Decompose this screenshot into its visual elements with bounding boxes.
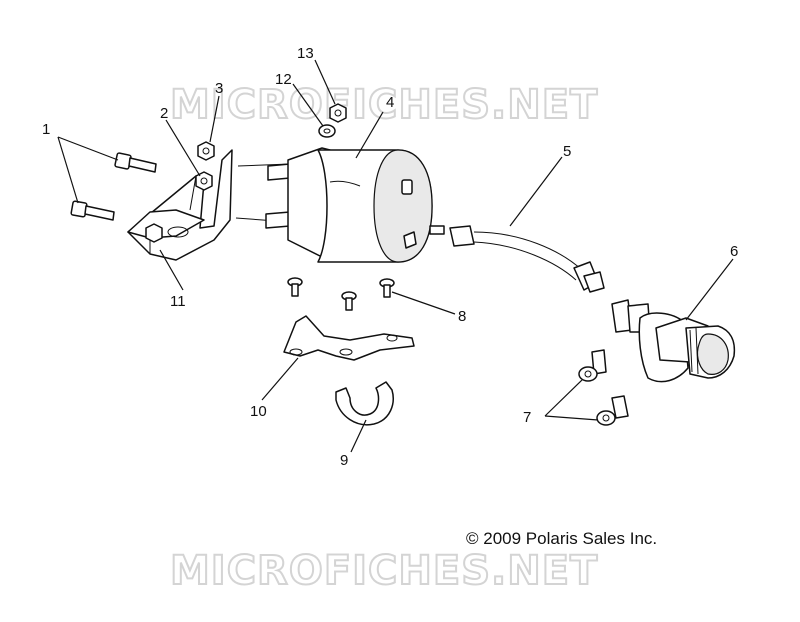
callout-13: 13 [297,45,314,62]
bolt-part-7-lower [596,395,629,426]
starter-drive-part-6 [611,299,736,383]
copyright-text: © 2009 Polaris Sales Inc. [466,529,657,548]
starter-motor-part-4 [235,147,445,263]
callout-12: 12 [275,71,292,88]
callout-8: 8 [458,308,466,325]
callout-11: 11 [170,293,186,310]
callout-6: 6 [730,243,738,260]
screw-part-8-b [341,291,357,311]
nut-part-13 [329,103,347,123]
washer-part-12 [318,124,336,138]
watermark-top: MICROFICHES.NET [170,82,598,128]
callout-9: 9 [340,452,348,469]
bolt-part-1-upper [114,152,157,173]
callout-4: 4 [386,94,394,111]
callout-2: 2 [160,105,168,122]
nut-part-3 [197,141,215,161]
cable-part-5 [449,225,605,293]
support-bracket-part-10 [283,315,415,361]
callout-7: 7 [523,409,531,426]
bolt-part-7-upper [578,349,607,382]
screw-part-8-c [379,278,395,298]
screw-part-8-a [287,277,303,297]
nut-part-2 [195,171,213,191]
callout-3: 3 [215,80,223,97]
nut-part-2-lower [145,223,163,243]
bolt-part-1-lower [70,200,115,221]
strap-clamp-part-9 [335,381,394,426]
watermark-bottom: MICROFICHES.NET [170,548,598,594]
callout-10: 10 [250,403,267,420]
callout-5: 5 [563,143,571,160]
leader-lines [57,59,734,453]
callout-1: 1 [42,121,50,138]
